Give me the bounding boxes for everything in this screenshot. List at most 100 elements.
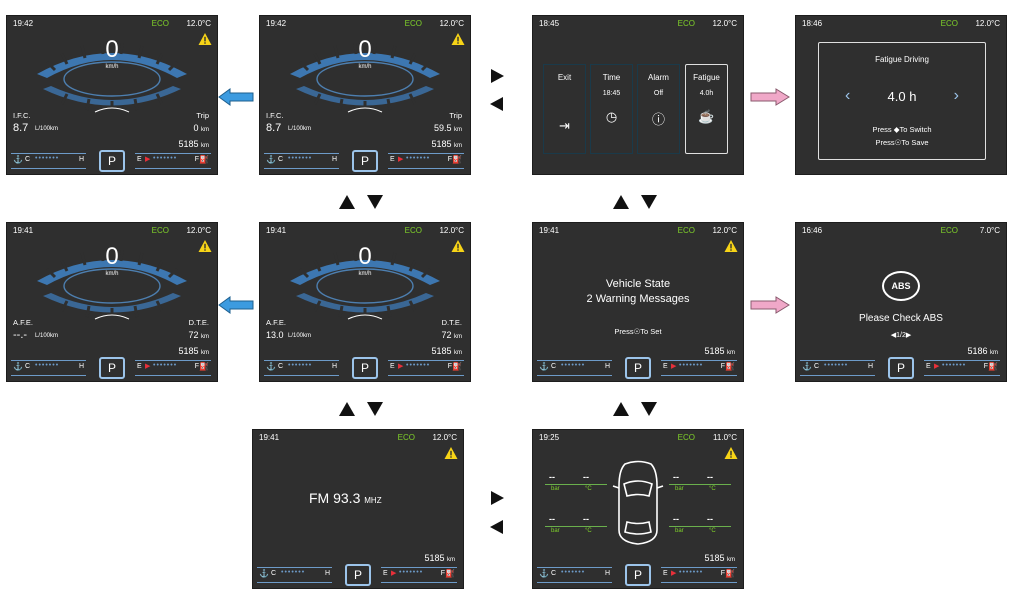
fuel-level-bar: E ▶ ••••••• F ⛽ [381, 567, 457, 583]
outside-temperature: 11.0°C [713, 433, 737, 442]
radio-frequency: FM 93.3 MHZ [309, 490, 382, 506]
coolant-temperature-bar: ⚓ C ••••••• H [800, 360, 875, 376]
speed-unit: km/h [105, 64, 119, 70]
eco-indicator: ECO [397, 433, 415, 442]
save-hint: Press☉To Save [875, 138, 929, 147]
navigate-right-triangle [491, 69, 504, 83]
left-info-label: I.F.C. [266, 111, 284, 120]
left-info-value: --.- [13, 329, 28, 341]
tire-fr-pressure: -- [673, 472, 679, 482]
coolant-icon: ⚓ [266, 362, 276, 371]
gear-indicator: P [888, 357, 914, 379]
tire-fr-temp: -- [707, 472, 713, 482]
eco-indicator: ECO [404, 19, 422, 28]
cluster-screen-afe-reset: 19:41 ECO 12.0°C 0 km/h A.F.E. --.- L/10… [6, 222, 218, 382]
fuel-level-bar: E ▶ ••••••• F ⛽ [388, 360, 464, 376]
left-info-unit: L/100km [288, 333, 312, 339]
menu-item-alarm[interactable]: Alarm Off ⓘ [637, 64, 680, 154]
clock: 16:46 [802, 226, 823, 235]
cluster-screen-radio: 19:41 ECO 12.0°C FM 93.3 MHZ 5185 km ⚓ C… [252, 429, 464, 589]
coolant-temperature-bar: ⚓ C ••••••• H [537, 360, 612, 376]
speed-value: 0 [358, 243, 372, 270]
left-info-label: A.F.E. [13, 318, 34, 327]
outside-temperature: 7.0°C [979, 226, 1000, 235]
fuel-pump-icon: ⛽ [445, 569, 455, 578]
fuel-pump-icon: ⛽ [199, 362, 209, 371]
coolant-icon: ⚓ [539, 569, 549, 578]
outside-temperature: 12.0°C [186, 19, 211, 28]
fuel-level-bar: E ▶ ••••••• F ⛽ [661, 360, 737, 376]
right-info-label: D.T.E. [188, 318, 209, 327]
menu-item-exit[interactable]: Exit ⇥ [543, 64, 586, 154]
outside-temperature: 12.0°C [975, 19, 1000, 28]
odometer: 5185 km [431, 139, 462, 149]
coolant-icon: ⚓ [13, 362, 23, 371]
outside-temperature: 12.0°C [186, 226, 211, 235]
odometer: 5185 km [704, 346, 735, 356]
fuel-level-bar: E ▶ ••••••• F ⛽ [388, 153, 464, 169]
vehicle-state-title: Vehicle State [605, 278, 671, 290]
clock: 19:41 [13, 226, 34, 235]
cluster-screen-ifc-trip-reset: 19:42 ECO 12.0°C 0 km/h I.F.C. 8.7 L/100… [6, 15, 218, 175]
eco-indicator: ECO [940, 19, 958, 28]
right-info-label: Trip [196, 111, 209, 120]
right-info-value: 72 km [188, 330, 209, 340]
page-indicator[interactable]: ◀1/2▶ [890, 332, 912, 339]
speed-value: 0 [105, 243, 119, 270]
cluster-screen-vehicle-state: 19:41 ECO 12.0°C Vehicle State 2 Warning… [532, 222, 744, 382]
eco-indicator: ECO [940, 226, 958, 235]
gear-indicator: P [99, 357, 125, 379]
outside-temperature: 12.0°C [712, 226, 737, 235]
outside-temperature: 12.0°C [439, 226, 464, 235]
outside-temperature: 12.0°C [432, 433, 457, 442]
fuel-level-bar: E ▶ ••••••• F ⛽ [135, 153, 211, 169]
cluster-screen-afe-dte: 19:41 ECO 12.0°C 0 km/h A.F.E. 13.0 L/10… [259, 222, 471, 382]
decrease-arrow[interactable]: ‹ [845, 87, 851, 104]
eco-indicator: ECO [151, 19, 169, 28]
clock: 19:41 [259, 433, 280, 442]
eco-indicator: ECO [677, 19, 695, 28]
speed-unit: km/h [358, 271, 372, 277]
fuel-level-bar: E ▶ ••••••• F ⛽ [924, 360, 1000, 376]
cluster-screen-ifc-trip: 19:42 ECO 12.0°C 0 km/h I.F.C. 8.7 L/100… [259, 15, 471, 175]
left-info-label: I.F.C. [13, 111, 31, 120]
cluster-screen-settings-menu: 18:45 ECO 12.0°C Exit ⇥ Time 18:45 ◷ Ala… [532, 15, 744, 175]
navigate-up-triangle [339, 402, 355, 416]
tire-rr-temp: -- [707, 514, 713, 524]
switch-hint: Press ◆To Switch [872, 125, 932, 134]
gear-indicator: P [625, 564, 651, 586]
pink-right-arrow [750, 88, 790, 106]
cluster-screen-fatigue-setting: 18:46 ECO 12.0°C Fatigue Driving ‹ 4.0 h… [795, 15, 1007, 175]
menu-item-fatigue[interactable]: Fatigue 4.0h ☕ [685, 64, 728, 154]
outside-temperature: 12.0°C [439, 19, 464, 28]
odometer: 5185 km [424, 553, 455, 563]
left-info-unit: L/100km [35, 333, 59, 339]
warning-count: 2 Warning Messages [586, 293, 690, 305]
eco-indicator: ECO [677, 433, 695, 442]
gear-indicator: P [625, 357, 651, 379]
tire-fl-pressure: -- [549, 472, 555, 482]
coolant-icon: ⚓ [259, 569, 269, 578]
left-info-value: 13.0 [266, 330, 284, 340]
right-info-label: Trip [449, 111, 462, 120]
menu-item-time[interactable]: Time 18:45 ◷ [590, 64, 633, 154]
speed-value: 0 [358, 36, 372, 63]
navigate-up-triangle [613, 195, 629, 209]
navigate-left-triangle [490, 520, 503, 534]
cluster-screen-abs-warning: 16:46 ECO 7.0°C ABS Please Check ABS ◀1/… [795, 222, 1007, 382]
left-info-value: 8.7 [13, 122, 29, 134]
coolant-temperature-bar: ⚓ C ••••••• H [264, 360, 339, 376]
gear-indicator: P [345, 564, 371, 586]
gear-indicator: P [352, 357, 378, 379]
abs-icon: ABS [882, 271, 920, 301]
abs-message: Please Check ABS [859, 313, 943, 324]
dialog-title: Fatigue Driving [875, 55, 929, 64]
increase-arrow[interactable]: › [953, 87, 959, 104]
navigate-right-triangle [491, 491, 504, 505]
blue-left-arrow [218, 296, 254, 314]
clock: 19:41 [539, 226, 560, 235]
clock: 19:42 [266, 19, 287, 28]
navigate-down-triangle [367, 195, 383, 209]
clock-icon: ◷ [605, 109, 618, 124]
right-info-value: 0 km [193, 123, 209, 133]
